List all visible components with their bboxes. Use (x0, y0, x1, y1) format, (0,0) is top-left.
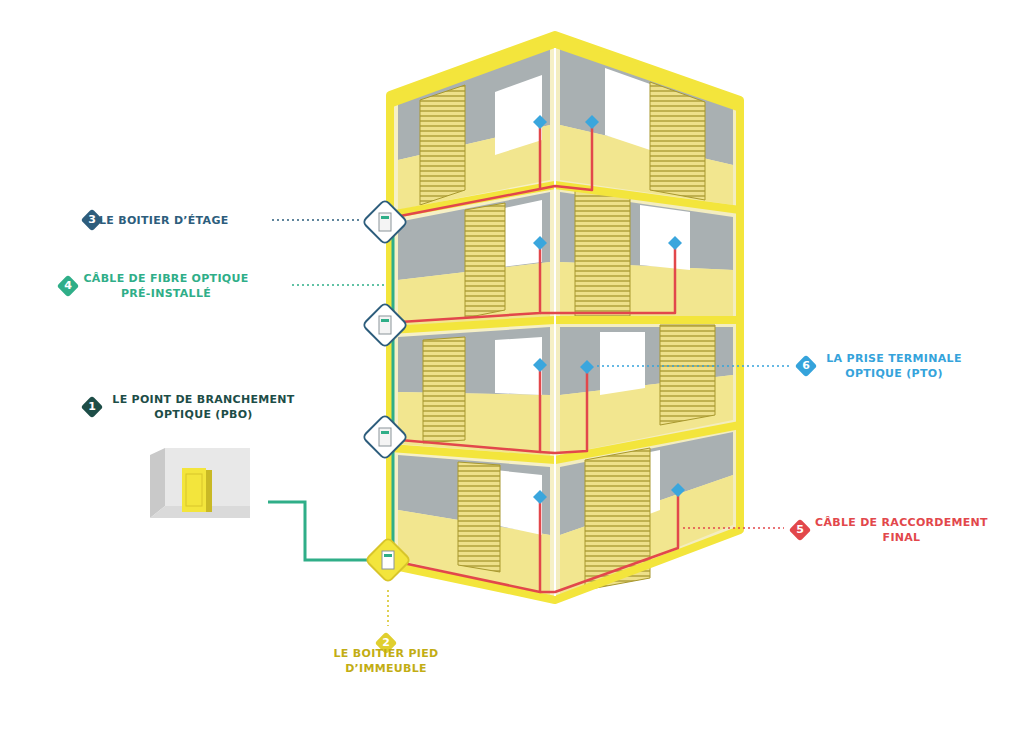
roof-slab (390, 35, 740, 112)
callout-number: 4 (55, 273, 81, 299)
callout-label: LE POINT DE BRANCHEMENT OPTIQUE (PBO) (101, 392, 306, 422)
callout-label: LE BOITIER PIED D’IMMEUBLE (301, 646, 471, 676)
pbo-room (150, 448, 250, 518)
callout-label: CÂBLE DE FIBRE OPTIQUE PRÉ-INSTALLÉ (77, 271, 255, 301)
callout-number: 1 (79, 394, 105, 420)
corner-edge (554, 48, 556, 596)
callout-number: 5 (787, 517, 813, 543)
callout: 5CÂBLE DE RACCORDEMENT FINAL (787, 517, 813, 543)
pto-dots (533, 115, 685, 504)
leader-lines (272, 220, 790, 626)
floor-boxes (362, 199, 410, 582)
callout-label: CÂBLE DE RACCORDEMENT FINAL (809, 515, 994, 545)
callout-label: LA PRISE TERMINALE OPTIQUE (PTO) (815, 351, 973, 381)
callout: 6LA PRISE TERMINALE OPTIQUE (PTO) (793, 353, 819, 379)
callout: 2LE BOITIER PIED D’IMMEUBLE (373, 630, 399, 656)
callout: 3LE BOITIER D’ÉTAGE (79, 207, 105, 233)
callout: 1LE POINT DE BRANCHEMENT OPTIQUE (PBO) (79, 394, 105, 420)
callout: 4CÂBLE DE FIBRE OPTIQUE PRÉ-INSTALLÉ (55, 273, 81, 299)
feed-cable (268, 502, 368, 560)
riser-cable (392, 225, 395, 558)
callout-number: 6 (793, 353, 819, 379)
callout-label: LE BOITIER D’ÉTAGE (99, 213, 229, 228)
final-cables (400, 122, 678, 592)
building-frame (390, 35, 740, 600)
shutters (420, 82, 715, 590)
